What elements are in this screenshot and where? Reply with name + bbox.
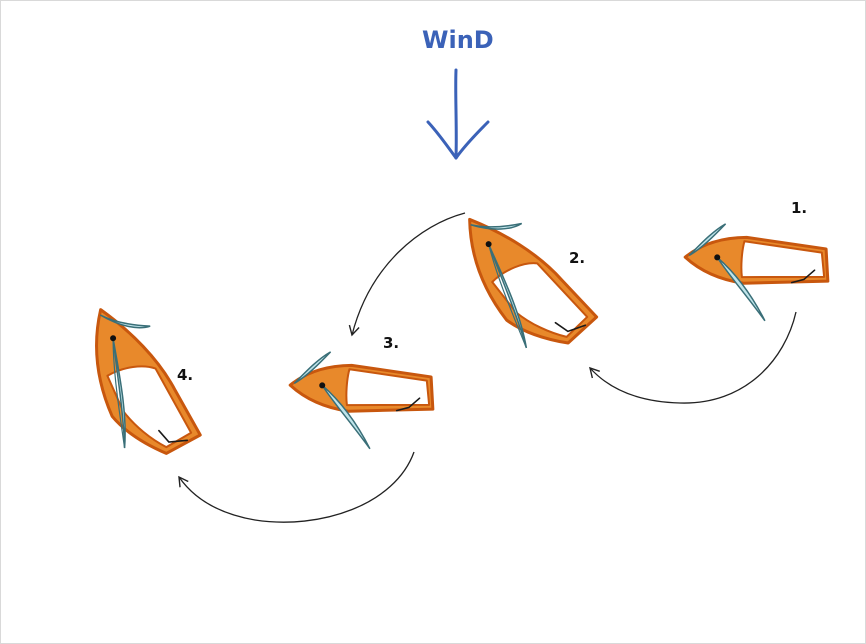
arrow-1-to-2: [589, 311, 797, 404]
boat-3: [284, 347, 438, 455]
arrow-2-to-3: [348, 212, 466, 337]
step-label-1: 1.: [791, 199, 807, 217]
boat-1: [679, 219, 833, 327]
wind-label: WinD: [422, 26, 494, 54]
wind-arrow: [426, 68, 490, 160]
step-label-2: 2.: [569, 249, 585, 267]
step-label-3: 3.: [383, 334, 399, 352]
arrow-3-to-4: [178, 451, 415, 523]
boat-2: [448, 188, 602, 367]
step-label-4: 4.: [177, 366, 193, 384]
